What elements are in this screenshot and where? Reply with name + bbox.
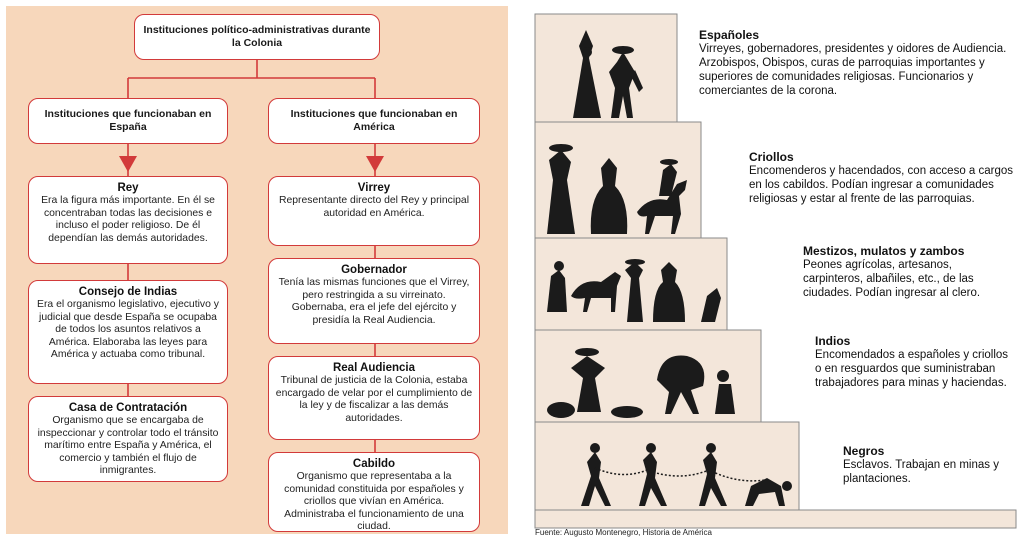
card-text: Organismo que se encargaba de inspeccion… [37,415,219,477]
card-rey: Rey Era la figura más importante. En él … [28,176,228,264]
criollos-silhouettes-icon [547,144,687,234]
pyramid-steps [534,13,1017,529]
card-text: Era la figura más importante. En él se c… [41,195,215,244]
card-title: Virrey [357,182,391,194]
card-consejo-de-indias: Consejo de Indias Era el organismo legis… [28,280,228,384]
level-mestizos: Mestizos, mulatos y zambos Peones agríco… [803,244,1015,300]
institutions-diagram: Instituciones político-administrativas d… [6,6,508,534]
card-title: Cabildo [352,458,396,470]
card-cabildo: Cabildo Organismo que representaba a la … [268,452,480,532]
card-title: Casa de Contratación [68,402,188,414]
card-title: Gobernador [341,264,407,276]
level-text: Virreyes, gobernadores, presidentes y oi… [699,43,1007,97]
card-text: Organismo que representaba a la comunida… [284,471,464,533]
negros-silhouettes-icon [581,443,792,506]
card-text: Era el organismo legislativo, ejecutivo … [37,299,219,361]
card-title: Consejo de Indias [78,286,178,298]
indios-silhouettes-icon [547,348,735,418]
level-title: Negros [843,444,885,458]
branch-header-america: Instituciones que funcionaban en América [268,98,480,144]
branch-header-espana: Instituciones que funcionaban en España [28,98,228,144]
source-caption: Fuente: Augusto Montenegro, Historia de … [535,528,712,537]
level-title: Españoles [699,28,760,42]
level-text: Esclavos. Trabajan en minas y plantacion… [843,459,999,485]
card-real-audiencia: Real Audiencia Tribunal de justicia de l… [268,356,480,440]
chain-icon [594,467,766,482]
level-title: Indios [815,334,851,348]
card-virrey: Virrey Representante directo del Rey y p… [268,176,480,246]
card-title: Rey [117,182,139,194]
level-indios: Indios Encomendados a españoles y crioll… [815,334,1015,390]
arrow-down-icon [366,156,384,172]
level-title: Mestizos, mulatos y zambos [803,244,965,258]
level-title: Criollos [749,150,794,164]
social-pyramid: Españoles Virreyes, gobernadores, presid… [531,0,1020,538]
spaniards-silhouettes-icon [573,30,643,118]
pyramid-steps-shape [534,13,1017,529]
arrow-down-icon [119,156,137,172]
card-title: Real Audiencia [332,362,416,374]
level-text: Encomenderos y hacendados, con acceso a … [749,165,1014,205]
connector-lines [119,59,384,452]
diagram-title: Instituciones político-administrativas d… [134,14,380,60]
mestizos-silhouettes-icon [547,259,721,322]
card-gobernador: Gobernador Tenía las mismas funciones qu… [268,258,480,344]
card-casa-de-contratacion: Casa de Contratación Organismo que se en… [28,396,228,482]
card-text: Representante directo del Rey y principa… [278,195,470,219]
level-negros: Negros Esclavos. Trabajan en minas y pla… [843,444,1015,486]
level-text: Peones agrícolas, artesanos, carpinteros… [803,259,981,299]
card-text: Tribunal de justicia de la Colonia, esta… [275,375,473,424]
level-text: Encomendados a españoles y criollos o en… [815,349,1009,389]
level-espanoles: Españoles Virreyes, gobernadores, presid… [699,28,1015,98]
card-text: Tenía las mismas funciones que el Virrey… [278,277,470,326]
level-criollos: Criollos Encomenderos y hacendados, con … [749,150,1015,206]
